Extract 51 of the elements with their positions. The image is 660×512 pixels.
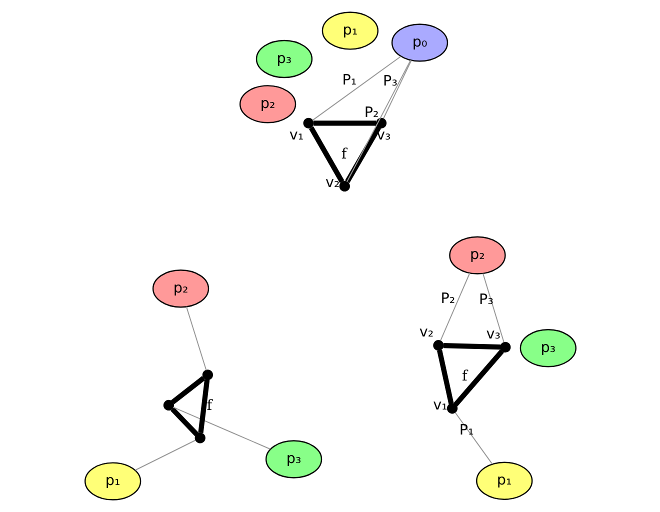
connector (344, 126, 381, 183)
connector (313, 120, 376, 126)
node-label: v₂ (418, 324, 434, 341)
node-label: v₃ (486, 326, 500, 342)
node-ellipse: p₁ (84, 462, 141, 500)
node-circle (500, 342, 510, 352)
node-ellipse: p₂ (448, 236, 506, 274)
label: f (206, 398, 212, 414)
connector (198, 380, 210, 434)
connector (482, 273, 504, 342)
node-label: v₁ (432, 397, 447, 414)
edge-label: P₃ (382, 73, 397, 90)
connector (453, 349, 504, 406)
connector (185, 306, 206, 370)
connector (443, 342, 500, 350)
node-ellipse: p₃ (519, 329, 576, 368)
connector (312, 56, 401, 121)
connector (454, 412, 492, 464)
node-circle (338, 180, 350, 192)
edge-label: P₁ (342, 72, 356, 88)
connector (436, 350, 454, 404)
label: f (340, 146, 346, 162)
node-ellipse: p₁ (321, 12, 378, 50)
connector (170, 407, 198, 436)
connector (134, 440, 196, 471)
connector (170, 376, 205, 404)
node-ellipse: p₂ (238, 85, 296, 124)
node-ellipse: p₂ (152, 270, 209, 308)
edge-label: P₃ (478, 292, 493, 308)
node-circle (202, 370, 213, 380)
edge-label: P₂ (364, 105, 378, 122)
label: f (461, 368, 467, 385)
node-circle (162, 400, 174, 411)
connector (382, 60, 412, 119)
connector (172, 406, 270, 450)
connector (440, 272, 470, 341)
edge-label: P₁ (458, 422, 474, 438)
node-ellipse: p₀ (390, 24, 448, 62)
node-label: v₁ (288, 127, 304, 144)
edge-label: P₂ (440, 290, 455, 307)
node-label: v₂ (325, 175, 340, 192)
node-ellipse: p₃ (255, 40, 312, 78)
node-circle (446, 403, 458, 414)
connector (308, 126, 344, 183)
node-ellipse: p₃ (264, 440, 322, 478)
node-ellipse: p₁ (476, 462, 532, 500)
node-circle (432, 340, 444, 351)
node-circle (194, 432, 205, 444)
connector (346, 60, 411, 182)
node-circle (375, 118, 386, 128)
node-circle (302, 118, 314, 128)
